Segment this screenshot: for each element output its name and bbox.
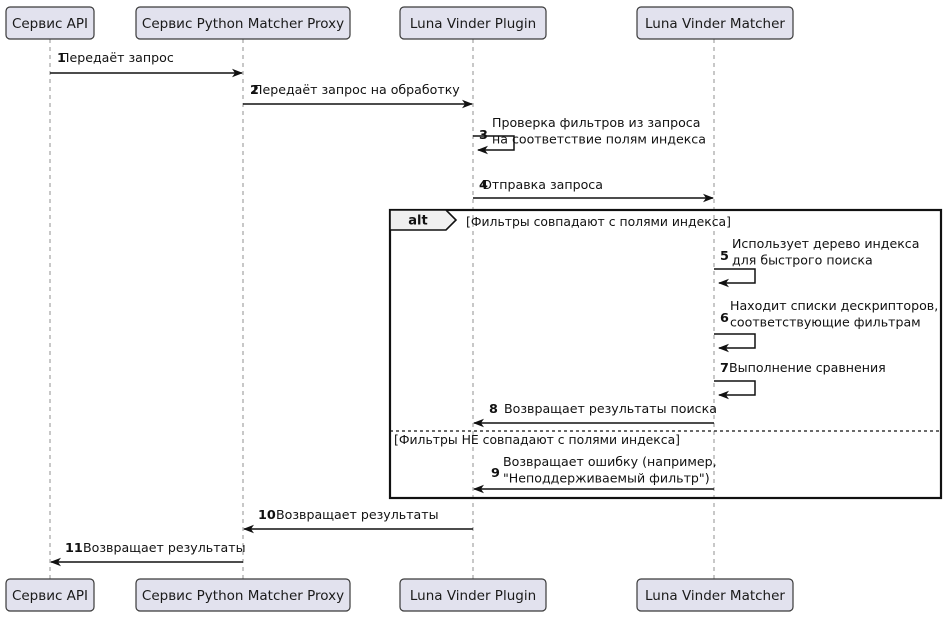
message-text-line-1: для быстрого поиска xyxy=(732,253,873,268)
message-number: 1 xyxy=(57,51,66,66)
fragment-operator-label: alt xyxy=(408,214,427,229)
message-text-line-0: Отправка запроса xyxy=(482,177,603,192)
message-text-line-0: Возвращает результаты поиска xyxy=(504,401,717,416)
fragments-group: alt [Фильтры совпадают с полями индекса] [… xyxy=(388,208,943,500)
participant-label: Luna Vinder Matcher xyxy=(645,16,785,32)
message-text-line-0: Выполнение сравнения xyxy=(729,360,886,375)
message-text-line-0: Передаёт запрос на обработку xyxy=(253,82,460,97)
message-number: 11 xyxy=(65,541,83,556)
message-text-line-0: Возвращает ошибку (например, xyxy=(503,454,717,469)
message-number: 8 xyxy=(489,402,498,417)
participant-label: Luna Vinder Matcher xyxy=(645,588,785,604)
message-number: 4 xyxy=(479,178,488,193)
message-text-line-0: Использует дерево индекса xyxy=(732,236,919,251)
fragment-alt-filters: alt [Фильтры совпадают с полями индекса] [… xyxy=(388,208,943,500)
message-8: 8 Возвращает результаты поиска xyxy=(473,401,717,428)
participant-label: Сервис Python Matcher Proxy xyxy=(142,588,344,604)
self-message-arrow xyxy=(714,380,756,400)
message-text-line-1: на соответствие полям индекса xyxy=(492,132,706,147)
participant-box[interactable] xyxy=(636,578,794,612)
participant-api-top[interactable]: Сервис API xyxy=(5,6,95,40)
message-number: 10 xyxy=(258,508,276,523)
fragment-border xyxy=(388,208,943,500)
participant-label: Luna Vinder Plugin xyxy=(410,16,536,32)
participant-matcher-bottom[interactable]: Luna Vinder Matcher xyxy=(636,578,794,612)
self-message-arrow xyxy=(714,268,756,288)
participant-label: Сервис API xyxy=(12,16,88,32)
fragment-guard-1: [Фильтры НЕ совпадают с полями индекса] xyxy=(394,432,680,447)
message-number: 6 xyxy=(720,311,729,326)
message-text-line-0: Возвращает результаты xyxy=(276,507,439,522)
message-text-line-0: Проверка фильтров из запроса xyxy=(492,115,700,130)
fragment-operator-tab xyxy=(389,209,458,231)
participant-label: Сервис Python Matcher Proxy xyxy=(142,16,344,32)
participant-proxy-top[interactable]: Сервис Python Matcher Proxy xyxy=(135,6,351,40)
message-text-line-1: "Неподдерживаемый фильтр") xyxy=(503,471,710,486)
message-3: 3 Проверка фильтров из запроса на соответс… xyxy=(473,115,706,155)
participant-box[interactable] xyxy=(636,6,794,40)
self-message-arrow xyxy=(714,333,756,353)
participant-matcher-top[interactable]: Luna Vinder Matcher xyxy=(636,6,794,40)
message-text-line-0: Возвращает результаты xyxy=(83,540,246,555)
participant-box[interactable] xyxy=(135,6,351,40)
participant-label: Сервис API xyxy=(12,588,88,604)
message-number: 5 xyxy=(720,249,729,264)
message-number: 9 xyxy=(491,466,500,481)
participant-label: Luna Vinder Plugin xyxy=(410,588,536,604)
participant-box[interactable] xyxy=(135,578,351,612)
participant-box[interactable] xyxy=(5,578,95,612)
message-text-line-0: Находит списки дескрипторов, xyxy=(730,298,938,313)
participant-box[interactable] xyxy=(399,6,547,40)
message-text-line-1: соответствующие фильтрам xyxy=(730,315,921,330)
participant-box[interactable] xyxy=(5,6,95,40)
participant-plugin-top[interactable]: Luna Vinder Plugin xyxy=(399,6,547,40)
participant-api-bottom[interactable]: Сервис API xyxy=(5,578,95,612)
message-number: 2 xyxy=(250,83,259,98)
self-message-arrow xyxy=(473,135,515,155)
participant-plugin-bottom[interactable]: Luna Vinder Plugin xyxy=(399,578,547,612)
message-text-line-0: Передаёт запрос xyxy=(60,50,174,65)
message-number: 7 xyxy=(720,361,729,376)
participant-box[interactable] xyxy=(399,578,547,612)
message-number: 3 xyxy=(479,128,488,143)
fragment-guard-0: [Фильтры совпадают с полями индекса] xyxy=(466,214,731,229)
participant-proxy-bottom[interactable]: Сервис Python Matcher Proxy xyxy=(135,578,351,612)
